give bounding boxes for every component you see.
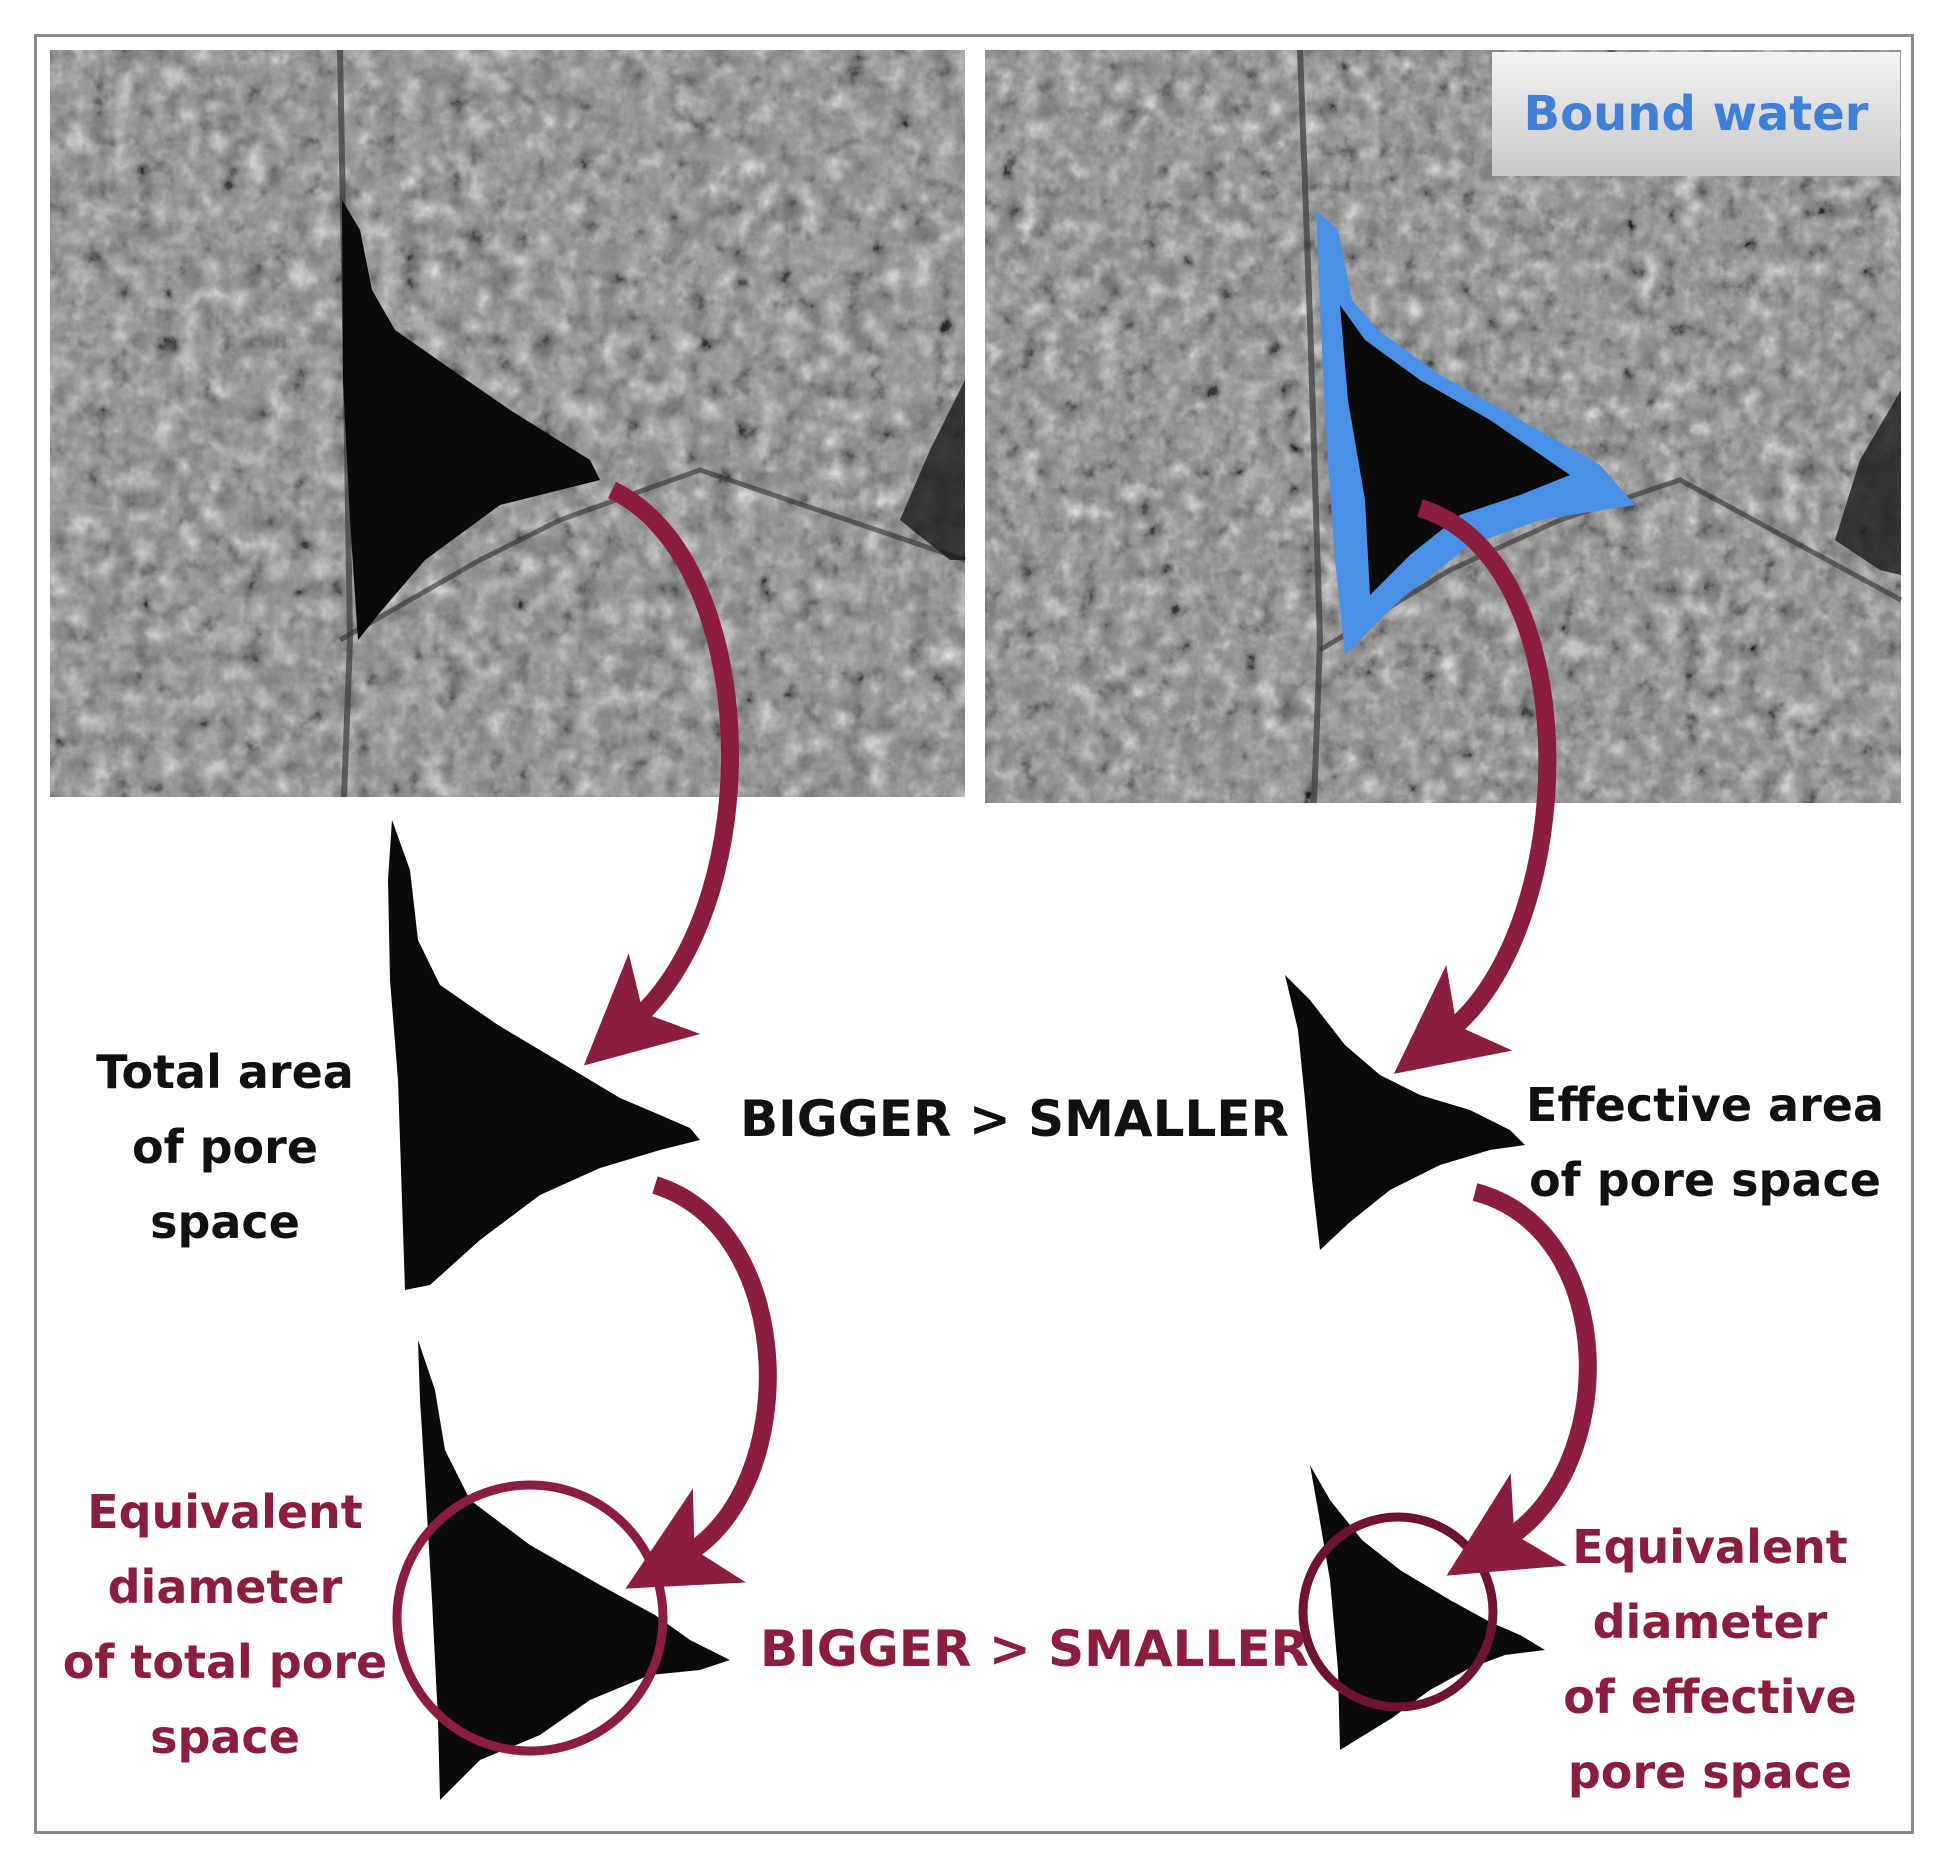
pore-shape-effective-area [1285,975,1525,1250]
equivalent-diameter-effective-line: of effective [1563,1670,1857,1724]
equivalent-diameter-effective-line: pore space [1567,1745,1853,1799]
bound-water-label-box: Bound water [1492,52,1900,176]
arrow-effective-area-to-diameter [1446,1183,1597,1576]
arrow-sem-right-to-effective-area [1393,499,1557,1074]
equivalent-diameter-effective-label: Equivalent diameter of effective pore sp… [1550,1510,1870,1810]
comparison-area-label: BIGGER > SMALLER [740,1090,1289,1148]
equivalent-circle-total [392,1480,668,1756]
pore-shape-total-diameter [418,1340,730,1800]
equivalent-diameter-total-line: Equivalent [87,1485,363,1539]
effective-area-label: Effective area of pore space [1515,1068,1895,1218]
arrow-total-area-to-diameter [625,1176,777,1589]
effective-area-line: Effective area [1525,1078,1885,1132]
total-area-label: Total area of pore space [60,1035,390,1260]
bound-water-label: Bound water [1523,86,1869,142]
pore-shape-effective-diameter [1310,1465,1545,1750]
equivalent-diameter-effective-line: Equivalent [1572,1520,1848,1574]
equivalent-circle-effective [1298,1512,1498,1712]
total-area-line: Total area [96,1045,354,1099]
equivalent-diameter-effective-line: diameter [1592,1595,1828,1649]
total-area-line: of pore [131,1120,319,1174]
figure-frame [34,34,1914,1834]
pore-dark-right [1340,305,1570,595]
equivalent-diameter-total-line: of total pore [62,1635,388,1689]
sem-image-left [50,49,966,798]
pore-shape-total-area [388,820,700,1290]
equivalent-diameter-total-line: space [150,1710,300,1764]
pore-dark-left [342,200,600,640]
effective-area-line: of pore space [1529,1153,1881,1207]
total-area-line: space [150,1195,300,1249]
comparison-diameter-label: BIGGER > SMALLER [760,1620,1309,1678]
equivalent-diameter-total-line: diameter [107,1560,343,1614]
equivalent-diameter-total-label: Equivalent diameter of total pore space [55,1475,395,1775]
arrow-sem-left-to-total-area [583,481,739,1066]
